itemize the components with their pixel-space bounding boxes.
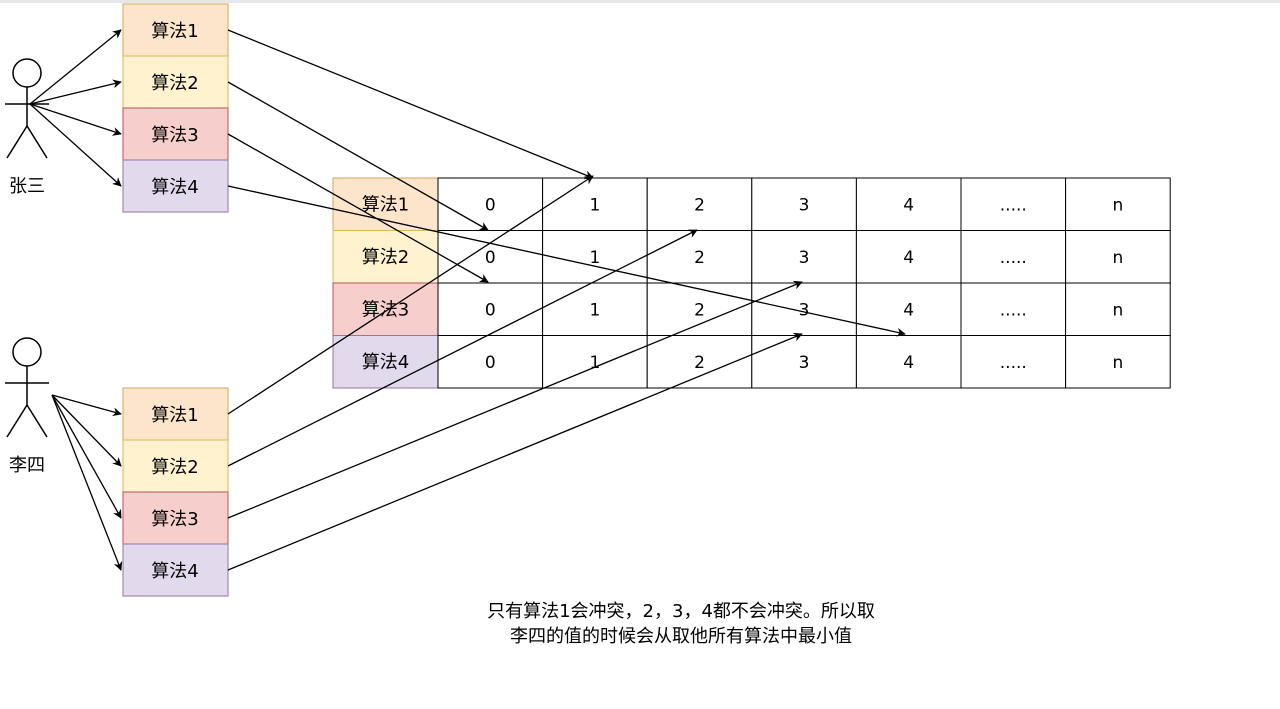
table-cell-label: n	[1113, 300, 1124, 320]
table-cell-label: n	[1113, 353, 1124, 373]
table-cell	[646, 177, 753, 231]
table-row-header-2	[332, 230, 439, 284]
hash-table: 算法1 0 1 2 3 4..... n 算法2 0 1 2 3 4..... n 算法3 0 1 2 3 4....…	[332, 177, 1171, 389]
table-cell-label: .....	[1000, 300, 1027, 320]
table-cell	[437, 282, 544, 336]
table-cell-label: 4	[903, 300, 914, 320]
table-cell-label: 3	[799, 300, 810, 320]
zhangsan-algo-2-box	[122, 55, 229, 109]
zhangsan-algo-3-label: 算法3	[151, 125, 198, 146]
table-cell-label: 2	[694, 195, 705, 215]
table-cell-label: 3	[799, 248, 810, 268]
table-cell	[1065, 177, 1171, 231]
zhangsan-algo-stack: 算法1 算法2 算法3 算法4	[122, 3, 229, 213]
actor-zhangsan	[5, 58, 49, 159]
actor-label-zhangsan: 张三	[9, 176, 45, 197]
table-cell	[1065, 230, 1171, 284]
table-cell	[960, 230, 1067, 284]
table-cell	[542, 282, 648, 336]
table-cell	[437, 177, 544, 231]
table-cell-label: 1	[589, 300, 600, 320]
table-cell	[960, 177, 1067, 231]
table-cell-label: 0	[485, 300, 496, 320]
lisi-algo-3-label: 算法3	[151, 509, 198, 530]
lisi-algo-4-label: 算法4	[151, 561, 198, 582]
table-cell	[542, 335, 648, 389]
table-cell-label: .....	[1000, 195, 1027, 215]
lisi-algo-2-box	[122, 439, 229, 493]
table-cell-label: 3	[799, 195, 810, 215]
table-cell-label: .....	[1000, 248, 1027, 268]
table-cell-label: n	[1113, 195, 1124, 215]
table-cell	[960, 282, 1067, 336]
table-cell-label: 0	[485, 353, 496, 373]
lisi-algo-stack: 算法1 算法2 算法3 算法4	[122, 387, 229, 597]
lisi-algo-2-label: 算法2	[151, 457, 198, 478]
table-cell	[855, 230, 962, 284]
table-row-header-label-3: 算法3	[362, 299, 409, 320]
table-cell-label: 0	[485, 248, 496, 268]
zhangsan-algo-4-label: 算法4	[151, 177, 198, 198]
zhangsan-actor-arrows	[29, 29, 122, 187]
table-cell-label: 2	[694, 353, 705, 373]
table-cell	[751, 282, 857, 336]
caption-line-1: 只有算法1会冲突，2，3，4都不会冲突。所以取	[487, 601, 875, 622]
table-cell-label: .....	[1000, 353, 1027, 373]
table-cell	[1065, 335, 1171, 389]
lisi-algo-1-box	[122, 387, 229, 441]
table-row-header-label-1: 算法1	[362, 194, 409, 215]
table-cell-label: 2	[694, 248, 705, 268]
zhangsan-table-arrows	[227, 29, 906, 337]
table-cell-label: 4	[903, 248, 914, 268]
table-cell-label: 2	[694, 300, 705, 320]
zhangsan-algo-2-label: 算法2	[151, 73, 198, 94]
table-row-header-label-4: 算法4	[362, 352, 409, 373]
table-cell-label: 3	[799, 353, 810, 373]
lisi-table-arrows	[227, 175, 803, 571]
actor-label-lisi: 李四	[9, 455, 45, 476]
table-cell	[855, 335, 962, 389]
top-border	[0, 0, 1280, 3]
table-cell-label: 1	[589, 195, 600, 215]
table-cell-label: 4	[903, 195, 914, 215]
lisi-actor-arrows	[51, 394, 123, 571]
table-cell	[437, 230, 544, 284]
zhangsan-algo-1-label: 算法1	[151, 21, 198, 42]
zhangsan-algo-3-box	[122, 107, 229, 161]
caption-line-2: 李四的值的时候会从取他所有算法中最小值	[510, 626, 852, 647]
table-cell-label: 1	[589, 353, 600, 373]
table-cell-label: 0	[485, 195, 496, 215]
table-row-header-4	[332, 335, 439, 389]
table-cell	[855, 177, 962, 231]
table-cell-label: 4	[903, 353, 914, 373]
table-cell	[751, 230, 857, 284]
lisi-algo-4-box	[122, 543, 229, 597]
actor-lisi	[5, 337, 49, 438]
zhangsan-algo-4-box	[122, 159, 229, 213]
table-row-header-label-2: 算法2	[362, 247, 409, 268]
table-row-header-3	[332, 282, 439, 336]
table-cell	[1065, 282, 1171, 336]
lisi-algo-1-label: 算法1	[151, 405, 198, 426]
table-cell-label: 1	[589, 248, 600, 268]
table-cell-label: n	[1113, 248, 1124, 268]
table-cell	[437, 335, 544, 389]
